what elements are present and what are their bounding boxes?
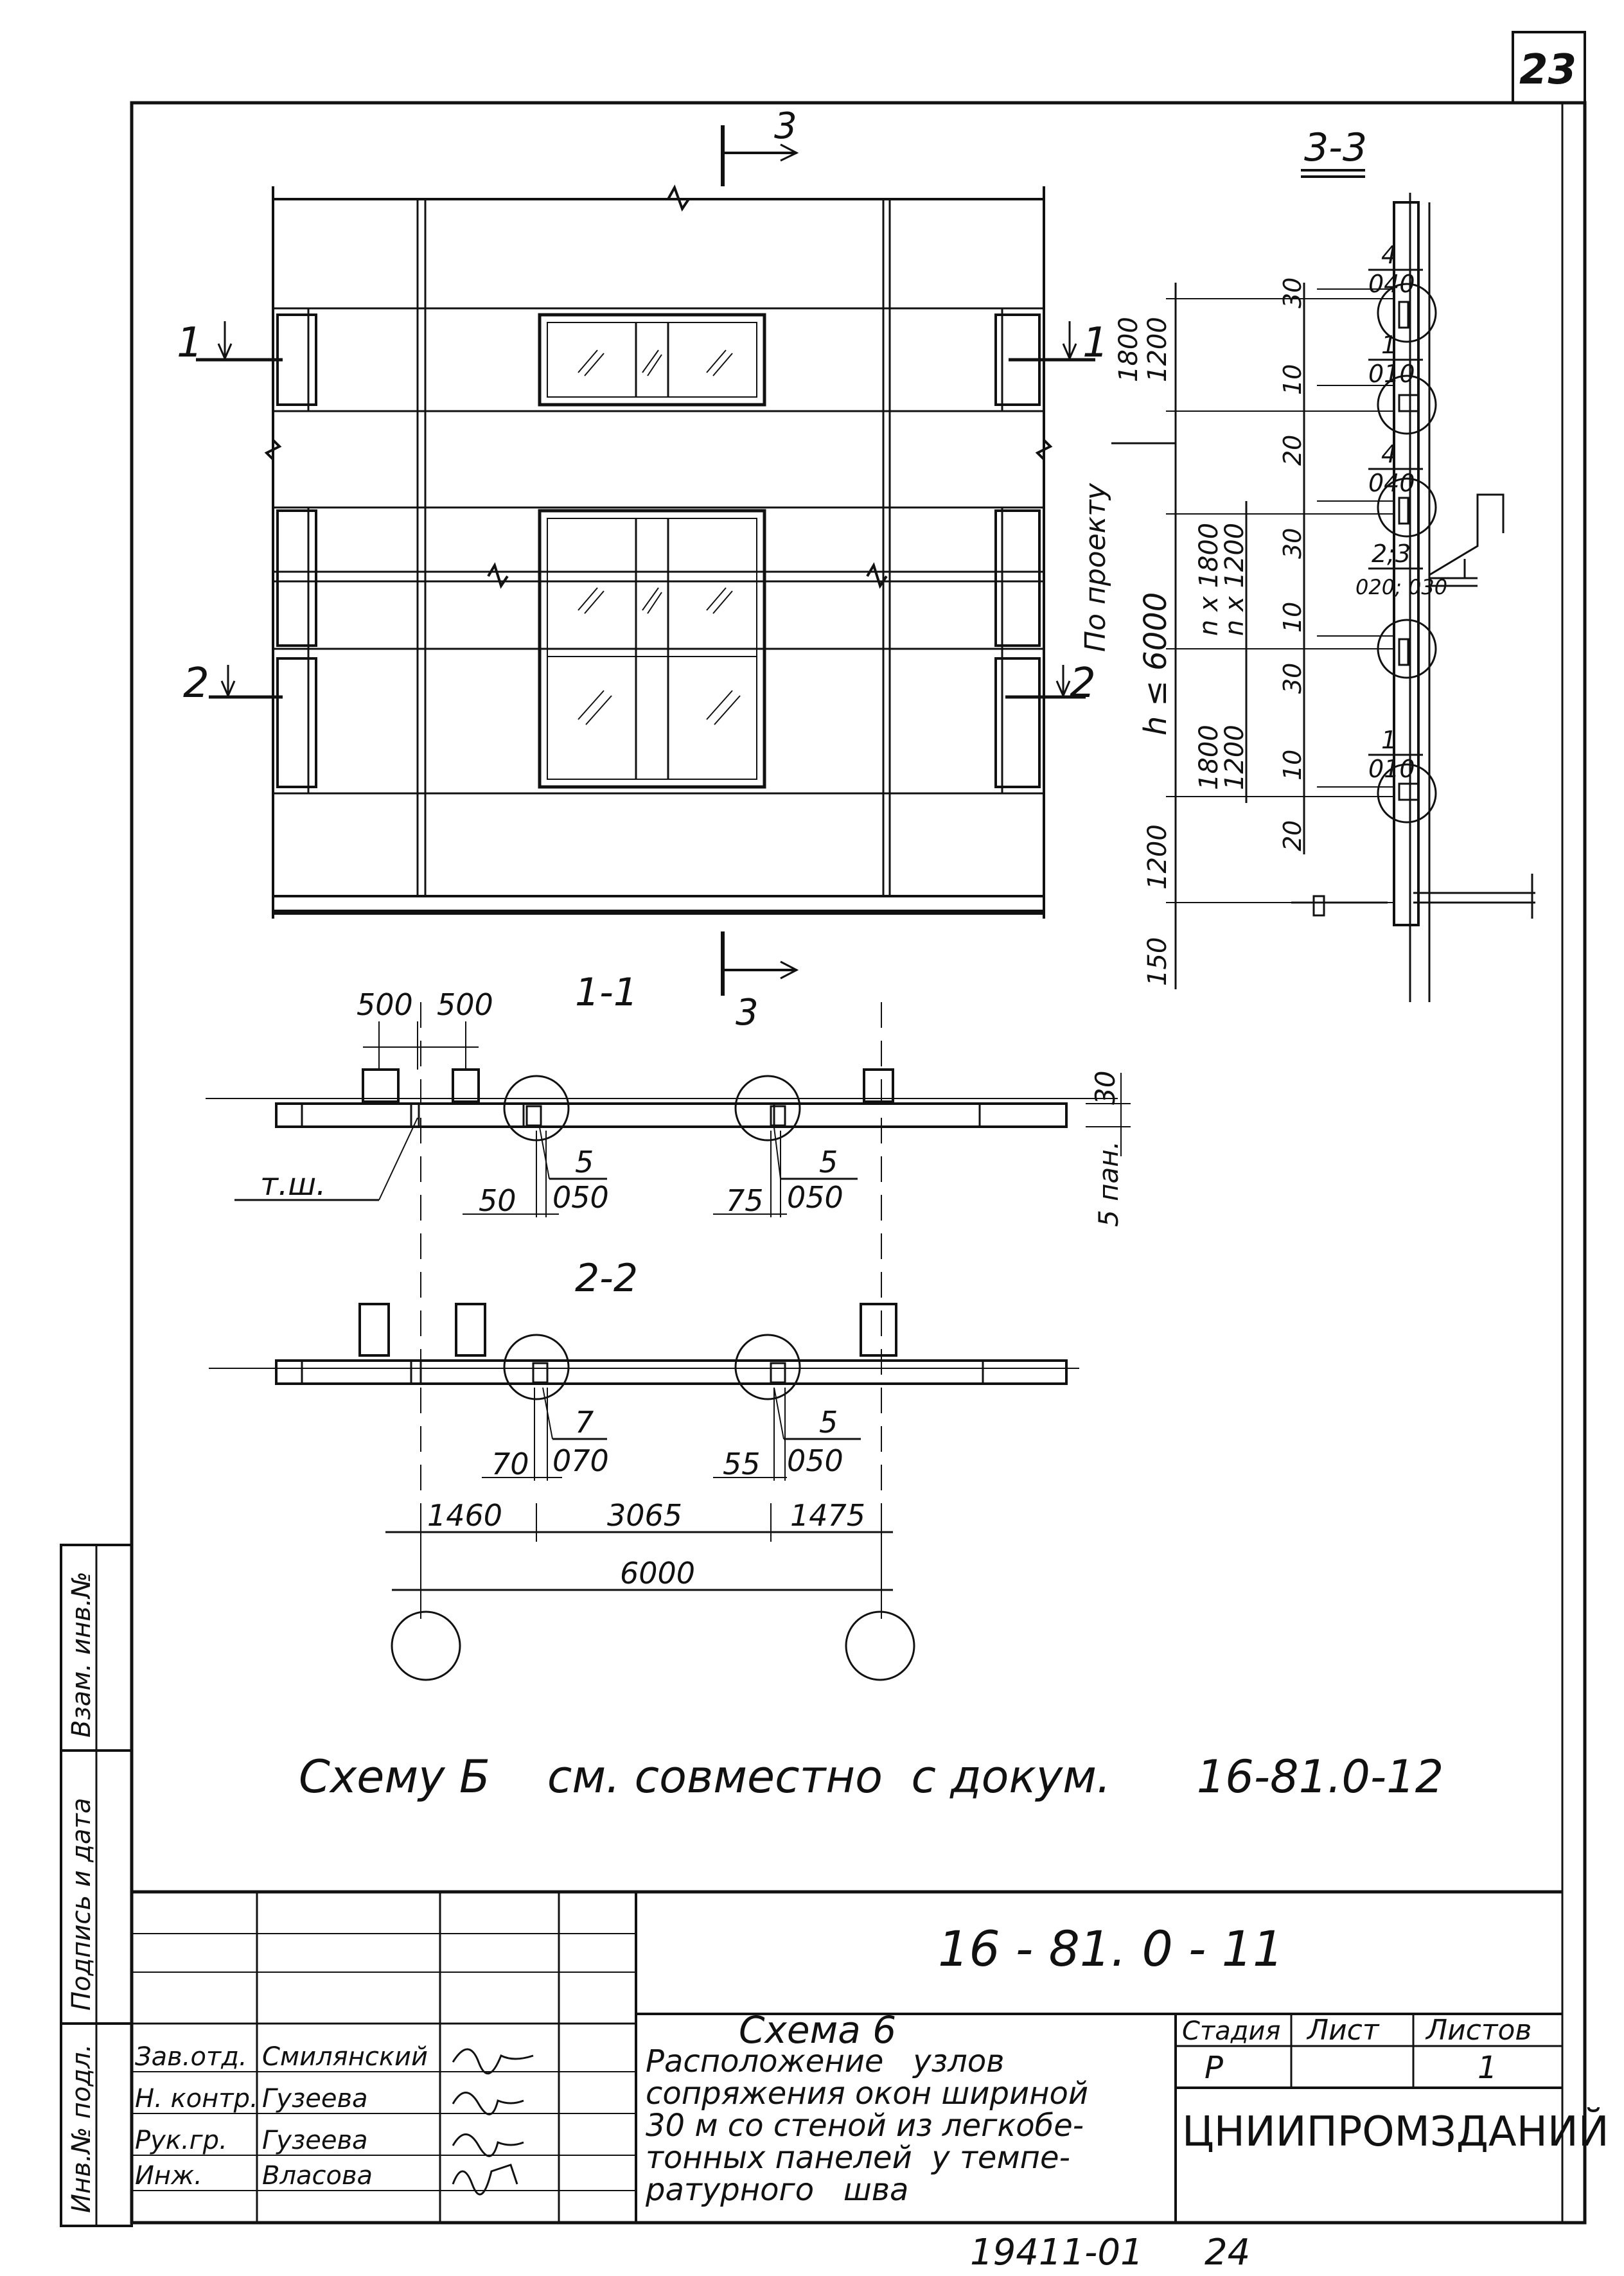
drawing-title-line-1: Схема 6 xyxy=(739,2008,896,2052)
callout-3-3-d-sheet: 020; 030 xyxy=(1355,575,1447,599)
callout-1-1-a-num: 5 xyxy=(575,1145,594,1179)
side-stamp-signature-date: Подпись и дата xyxy=(67,1798,96,2011)
cut-3-label-bottom: 3 xyxy=(736,992,759,1034)
callout-1-1-a-offset: 50 xyxy=(479,1183,516,1218)
cross-reference-note: Схему Б см. совместно с докум. 16-81.0-1… xyxy=(299,1751,1443,1803)
chain-dim-3065: 3065 xyxy=(607,1498,682,1533)
callout-3-3-e-num: 1 xyxy=(1381,726,1397,754)
name-n-kontr: Гузеева xyxy=(262,2084,368,2113)
side-stamp-vzam-inv: Взам. инв.№ xyxy=(67,1571,96,1738)
dim-3-3-1800-top: 1800 xyxy=(1114,317,1143,382)
dim-3-3-r2: 20 xyxy=(1278,435,1307,466)
dim-3-3-h: h ≤ 6000 xyxy=(1138,592,1174,736)
dim-3-3-1200-bottom: 1200 xyxy=(1143,824,1172,890)
callout-2-2-b-num: 5 xyxy=(819,1405,838,1440)
section-3-3-right-dims: 30 10 20 30 10 30 10 20 xyxy=(1278,278,1307,851)
callout-1-1-b-sheet: 050 xyxy=(787,1180,843,1215)
side-stamp xyxy=(60,1544,133,2227)
dim-3-3-r5: 30 xyxy=(1278,663,1307,694)
section-2-2-drawing xyxy=(209,1303,1079,1681)
section-3-3-left-dims: 1800 1200 1800 1200 n x 1800 n x 1200 h … xyxy=(1079,317,1249,986)
dim-3-3-1200-mid: 1200 xyxy=(1220,725,1249,790)
callout-2-2-a-num: 7 xyxy=(575,1405,594,1440)
section-3-3-callouts: 4 040 1 010 4 040 2;3 020; 030 1 010 xyxy=(1355,241,1447,783)
section-1-1-title: 1-1 xyxy=(575,970,638,1015)
callout-3-3-c-num: 4 xyxy=(1381,440,1397,468)
dim-3-3-r3: 30 xyxy=(1278,528,1307,559)
dim-3-3-n1200: n x 1200 xyxy=(1220,523,1249,636)
name-inzh: Власова xyxy=(262,2161,373,2191)
dim-3-3-1200-top: 1200 xyxy=(1143,317,1172,382)
drawing-title-line-6: ратурного шва xyxy=(645,2172,908,2208)
name-zav-otd: Смилянский xyxy=(262,2042,428,2072)
section-2-2-title: 2-2 xyxy=(575,1256,638,1301)
dim-3-3-r6: 10 xyxy=(1278,750,1307,781)
drawing-title-line-3: сопряжения окон шириной xyxy=(646,2076,1088,2112)
role-n-kontr: Н. контр. xyxy=(135,2084,258,2113)
joint-label: т.ш. xyxy=(260,1167,326,1203)
sheets-value: 1 xyxy=(1478,2050,1497,2086)
dim-1-1-30: 30 xyxy=(1090,1071,1121,1105)
cut-1-label-right: 1 xyxy=(1082,319,1109,367)
callout-3-3-b-num: 1 xyxy=(1381,331,1397,359)
callout-1-1-a-sheet: 050 xyxy=(552,1180,609,1215)
callout-3-3-a-num: 4 xyxy=(1381,241,1397,269)
section-3-3-title: 3-3 xyxy=(1304,125,1367,170)
cut-2-label-right: 2 xyxy=(1070,660,1096,707)
sheet-header: Лист xyxy=(1306,2014,1380,2047)
callout-3-3-b-sheet: 010 xyxy=(1368,360,1415,388)
drawing-title-line-2: Расположение узлов xyxy=(646,2043,1004,2079)
side-stamp-inv-podl: Инв.№ подл. xyxy=(67,2044,96,2213)
stage-header: Стадия xyxy=(1182,2016,1280,2046)
drawing-title: Схема 6 Расположение узлов сопряжения ок… xyxy=(645,2008,1088,2208)
dim-1-1-500-right: 500 xyxy=(437,987,493,1022)
total-dim-6000: 6000 xyxy=(620,1556,695,1591)
callout-1-1-b-offset: 75 xyxy=(726,1183,764,1218)
dim-1-1-5pan: 5 пан. xyxy=(1093,1141,1124,1227)
bottom-reference-number: 19411-01 xyxy=(970,2232,1143,2273)
title-block-grid xyxy=(132,1890,1562,2223)
dim-3-3-1800-mid: 1800 xyxy=(1194,725,1224,790)
callout-3-3-c-sheet: 040 xyxy=(1368,469,1415,497)
dim-3-3-r7: 20 xyxy=(1278,820,1307,851)
cut-2-label-left: 2 xyxy=(183,660,209,707)
role-ruk-gr: Рук.гр. xyxy=(135,2126,227,2155)
dim-3-3-150: 150 xyxy=(1143,937,1172,986)
chain-dim-1460: 1460 xyxy=(427,1498,502,1533)
cut-3-label-top: 3 xyxy=(774,105,797,147)
bottom-page-number: 24 xyxy=(1205,2232,1250,2273)
stage-value: Р xyxy=(1205,2050,1223,2086)
callout-2-2-b-sheet: 050 xyxy=(787,1443,843,1478)
callout-3-3-d-num: 2;3 xyxy=(1372,540,1411,568)
role-inzh: Инж. xyxy=(135,2161,202,2191)
callout-1-1-b-num: 5 xyxy=(819,1145,838,1179)
drawing-title-line-4: 30 м со стеной из легкобе- xyxy=(646,2108,1084,2144)
role-zav-otd: Зав.отд. xyxy=(135,2042,247,2072)
signature-rows: Зав.отд. Смилянский Н. контр. Гузеева Ру… xyxy=(135,2042,428,2191)
organization-name: ЦНИИПРОМЗДАНИЙ xyxy=(1182,2107,1609,2156)
cut-1-label-left: 1 xyxy=(177,319,203,367)
drawing-title-line-5: тонных панелей у темпе- xyxy=(646,2140,1070,2176)
section-1-1-drawing xyxy=(206,1002,1131,1593)
by-project-label: По проекту xyxy=(1079,482,1112,652)
callout-3-3-a-sheet: 040 xyxy=(1368,270,1415,298)
dim-3-3-r4: 10 xyxy=(1278,602,1307,633)
name-ruk-gr: Гузеева xyxy=(262,2126,368,2155)
section-3-3-drawing xyxy=(1111,169,1535,1002)
sheet-number: 23 xyxy=(1519,46,1576,94)
sheet-frame xyxy=(130,31,1587,2225)
chain-dim-1475: 1475 xyxy=(790,1498,865,1533)
dim-1-1-500-left: 500 xyxy=(357,987,413,1022)
callout-2-2-a-sheet: 070 xyxy=(552,1443,609,1478)
document-code: 16 - 81. 0 - 11 xyxy=(938,1920,1284,1977)
callout-2-2-b-offset: 55 xyxy=(723,1447,761,1481)
sheets-header: Листов xyxy=(1425,2014,1531,2047)
dim-3-3-n1800: n x 1800 xyxy=(1194,523,1224,636)
callout-3-3-e-sheet: 010 xyxy=(1368,755,1415,783)
dim-3-3-r1: 10 xyxy=(1278,364,1307,395)
callout-2-2-a-offset: 70 xyxy=(491,1447,529,1481)
facade-elevation xyxy=(196,125,1095,996)
dim-3-3-r0: 30 xyxy=(1278,278,1307,308)
